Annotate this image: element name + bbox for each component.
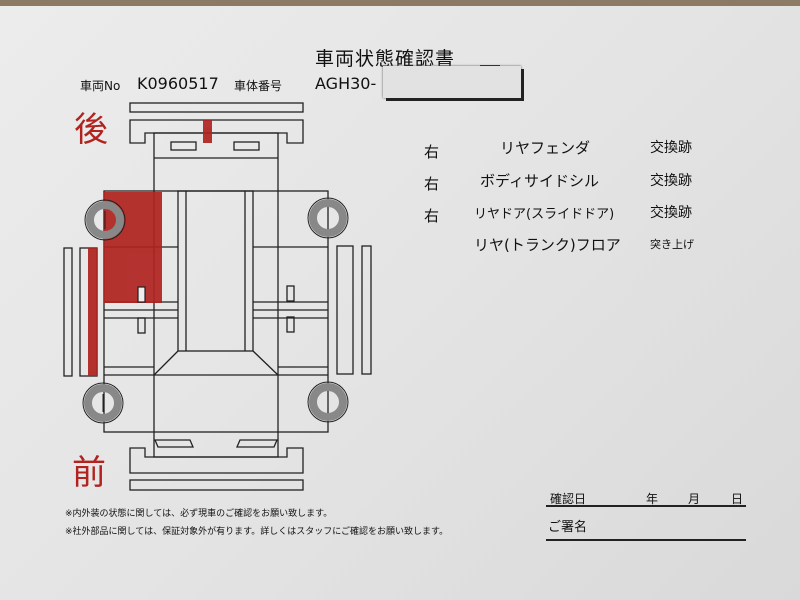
headlight-left bbox=[154, 439, 194, 448]
rear-label: 後 bbox=[74, 110, 108, 150]
chassis-value: AGH30- bbox=[315, 74, 377, 93]
damage-status: 交換跡 bbox=[650, 205, 692, 221]
vehicle-no-label: 車両No bbox=[80, 79, 121, 93]
note-line: ※社外部品に関しては、保証対象外が有ります。詳しくはスタッフにご確認をお願い致し… bbox=[65, 527, 449, 537]
front-label: 前 bbox=[72, 453, 106, 493]
rear-bumper-strip bbox=[129, 102, 304, 113]
front-bumper bbox=[129, 447, 304, 474]
rear-bumper bbox=[129, 119, 304, 144]
damage-part: リヤフェンダ bbox=[500, 139, 591, 157]
redaction-sticker bbox=[383, 66, 521, 98]
wheel-icon bbox=[307, 197, 349, 239]
damage-status: 交換跡 bbox=[650, 140, 692, 156]
document-title: 車両状態確認書 bbox=[315, 48, 456, 70]
wheel-icon bbox=[307, 381, 349, 423]
confirm-date-label: 確認日 bbox=[550, 492, 587, 506]
damage-rear-floor bbox=[203, 120, 212, 143]
damage-part: リヤ(トランク)フロア bbox=[474, 236, 621, 254]
signature-line bbox=[546, 539, 746, 541]
date-line bbox=[546, 505, 746, 507]
damage-side: 右 bbox=[424, 175, 440, 193]
table-edge bbox=[0, 0, 800, 8]
damage-part: ボディサイドシル bbox=[480, 172, 599, 190]
signature-label: ご署名 bbox=[548, 520, 588, 535]
tail-light-right bbox=[233, 141, 260, 151]
tail-light-left bbox=[170, 141, 197, 151]
roof bbox=[177, 190, 254, 352]
year-label: 年 bbox=[646, 492, 659, 506]
body-center bbox=[153, 132, 279, 458]
damage-side: 右 bbox=[424, 207, 440, 225]
front-bumper-strip bbox=[129, 479, 304, 491]
title-underline bbox=[480, 65, 500, 67]
month-label: 月 bbox=[688, 492, 701, 506]
headlight-right bbox=[236, 439, 278, 448]
wheel-icon bbox=[82, 382, 124, 424]
damage-status: 交換跡 bbox=[650, 173, 692, 189]
day-label: 日 bbox=[731, 492, 744, 506]
wheel-icon bbox=[84, 199, 126, 241]
damage-side: 右 bbox=[424, 143, 440, 161]
note-line: ※内外装の状態に関しては、必ず現車のご確認をお願い致します。 bbox=[65, 509, 333, 519]
damage-status: 突き上げ bbox=[650, 238, 694, 251]
wheels bbox=[82, 197, 349, 424]
chassis-label: 車体番号 bbox=[234, 79, 283, 93]
damage-side-sill bbox=[88, 248, 97, 376]
damage-part: リヤドア(スライドドア) bbox=[474, 207, 615, 222]
vehicle-no-value: K0960517 bbox=[137, 74, 219, 93]
